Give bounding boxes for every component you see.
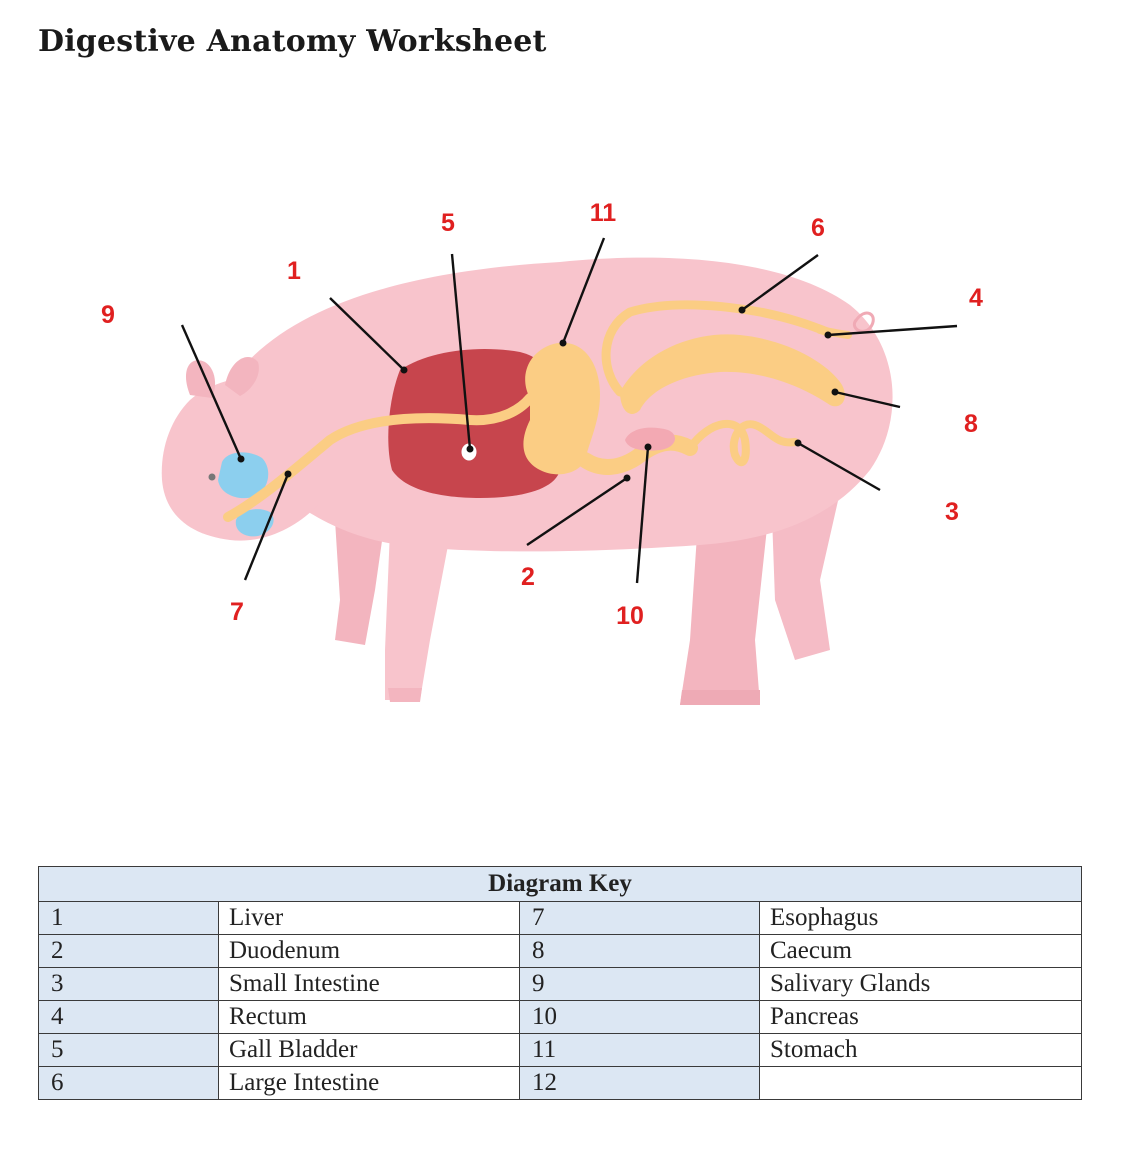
callout-label-8: 8	[964, 410, 978, 438]
front-leg-right	[335, 520, 385, 645]
pancreas	[625, 427, 675, 451]
callout-label-10: 10	[616, 602, 644, 630]
leader-line-1	[329, 297, 405, 371]
leader-line-7	[243, 473, 290, 581]
ear	[225, 356, 259, 396]
digestive-tract	[223, 300, 852, 522]
leader-line-9	[180, 324, 243, 460]
key-number: 7	[519, 901, 760, 935]
hoof	[388, 688, 422, 702]
page-title: Digestive Anatomy Worksheet	[38, 24, 547, 59]
salivary-gland-lower	[235, 509, 274, 537]
salivary-glands	[218, 452, 274, 537]
key-number: 6	[38, 1066, 219, 1100]
tail	[853, 311, 875, 333]
table-row: 1 Liver 7 Esophagus	[38, 901, 1083, 935]
esophagus	[223, 393, 535, 522]
table-row: 3 Small Intestine 9 Salivary Glands	[38, 967, 1083, 1001]
key-term: Liver	[218, 901, 520, 935]
front-leg-left	[385, 530, 450, 700]
ear	[185, 360, 216, 398]
key-term: Stomach	[758, 1033, 1083, 1067]
leader-line-5	[450, 253, 472, 450]
table-row: 5 Gall Bladder 11 Stomach	[38, 1033, 1083, 1067]
key-term: Gall Bladder	[218, 1033, 520, 1067]
key-number: 11	[519, 1033, 760, 1067]
leader-line-2	[526, 477, 628, 546]
key-term: Pancreas	[758, 1000, 1083, 1034]
key-number: 5	[38, 1033, 219, 1067]
key-number: 4	[38, 1000, 219, 1034]
callout-label-7: 7	[230, 598, 244, 626]
stomach	[523, 342, 600, 475]
callout-label-4: 4	[969, 284, 983, 312]
callout-label-1: 1	[287, 257, 301, 285]
key-number: 1	[38, 901, 219, 935]
table-row: 6 Large Intestine 12	[38, 1066, 1083, 1100]
key-term: Caecum	[758, 934, 1083, 968]
snout-dot	[208, 473, 216, 481]
key-term: Small Intestine	[218, 967, 520, 1001]
leader-line-4	[827, 324, 958, 337]
duodenum	[577, 434, 698, 475]
callout-label-11: 11	[590, 199, 617, 227]
hoof	[680, 690, 760, 705]
key-number: 10	[519, 1000, 760, 1034]
key-term: Duodenum	[218, 934, 520, 968]
key-number: 12	[519, 1066, 760, 1100]
salivary-gland-upper	[218, 452, 269, 499]
key-number: 2	[38, 934, 219, 968]
key-number: 8	[519, 934, 760, 968]
caecum	[620, 334, 845, 414]
large-intestine	[601, 300, 835, 397]
key-term: Esophagus	[758, 901, 1083, 935]
key-title: Diagram Key	[37, 866, 1083, 902]
diagram-key-table: Diagram Key 1 Liver 7 Esophagus 2 Duoden…	[37, 866, 1083, 1100]
small-intestine	[686, 419, 799, 467]
leader-endpoints	[237, 306, 839, 482]
key-term: Large Intestine	[218, 1066, 520, 1100]
callout-label-3: 3	[945, 498, 959, 526]
callout-label-6: 6	[811, 214, 825, 242]
key-number: 3	[38, 967, 219, 1001]
callout-labels: 1 2 3 4 5 6 7 8 9 10 11	[101, 199, 983, 630]
callout-label-9: 9	[101, 301, 115, 329]
leader-line-8	[834, 390, 901, 409]
leader-lines	[180, 237, 958, 584]
table-row: 2 Duodenum 8 Caecum	[38, 934, 1083, 968]
key-term	[758, 1066, 1083, 1100]
callout-label-5: 5	[441, 209, 455, 237]
key-header-row: Diagram Key	[37, 866, 1083, 902]
leader-line-3	[797, 441, 881, 492]
key-number: 9	[519, 967, 760, 1001]
key-term: Rectum	[218, 1000, 520, 1034]
leader-line-11	[561, 237, 606, 344]
pig-anatomy-diagram: 1 2 3 4 5 6 7 8 9 10 11	[101, 199, 983, 705]
leader-line-10	[635, 446, 650, 584]
callout-label-2: 2	[521, 563, 535, 591]
leader-line-6	[741, 254, 819, 311]
key-term: Salivary Glands	[758, 967, 1083, 1001]
table-row: 4 Rectum 10 Pancreas	[38, 1000, 1083, 1034]
